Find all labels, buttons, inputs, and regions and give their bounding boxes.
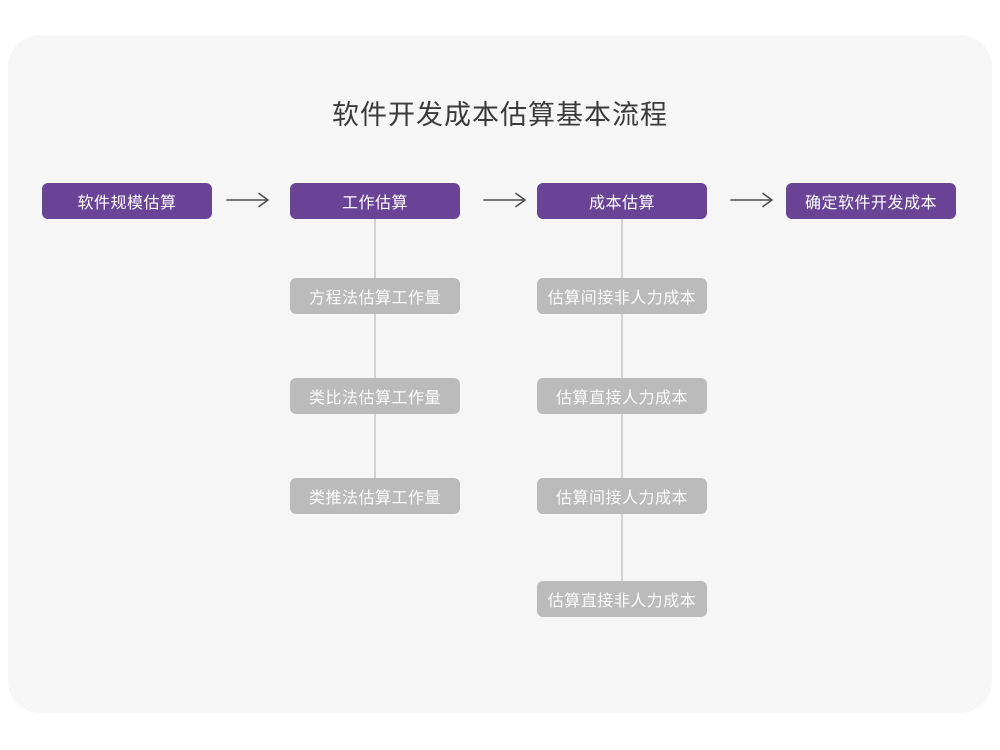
- sub-node-equation-method: 方程法估算工作量: [290, 278, 460, 314]
- right-arrow-icon: [730, 192, 773, 208]
- flow-node-software-scale-estimation: 软件规模估算: [42, 183, 212, 219]
- sub-node-indirect-non-labor-cost: 估算间接非人力成本: [537, 278, 707, 314]
- flow-node-work-estimation: 工作估算: [290, 183, 460, 219]
- right-arrow-icon: [483, 192, 526, 208]
- diagram-card: [8, 35, 992, 713]
- sub-node-direct-non-labor-cost: 估算直接非人力成本: [537, 581, 707, 617]
- sub-node-analogy-method: 类比法估算工作量: [290, 378, 460, 414]
- sub-node-extrapolation-method: 类推法估算工作量: [290, 478, 460, 514]
- flow-node-determine-development-cost: 确定软件开发成本: [786, 183, 956, 219]
- connector-line-work-estimation: [374, 219, 376, 496]
- flow-node-cost-estimation: 成本估算: [537, 183, 707, 219]
- sub-node-indirect-labor-cost: 估算间接人力成本: [537, 478, 707, 514]
- right-arrow-icon: [226, 192, 269, 208]
- sub-node-direct-labor-cost: 估算直接人力成本: [537, 378, 707, 414]
- diagram-title: 软件开发成本估算基本流程: [332, 100, 668, 130]
